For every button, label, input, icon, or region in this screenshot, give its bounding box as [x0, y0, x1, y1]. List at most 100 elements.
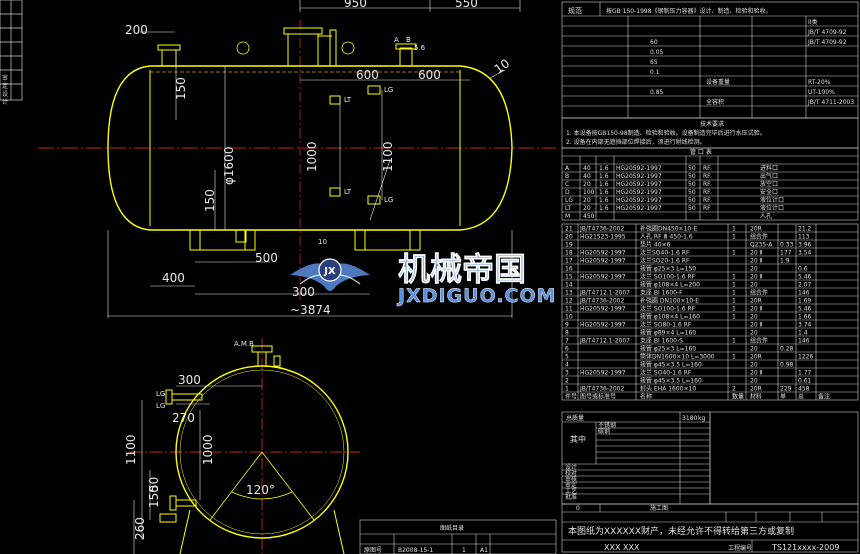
- nozzle-d-dn: 100: [583, 189, 595, 196]
- parts-cell-r8-c7: 2.07: [798, 282, 812, 289]
- sign-row-1: 设计: [565, 463, 577, 471]
- spec-r2-c5: JB/T 4709-92: [807, 29, 847, 36]
- parts-cell-r11-c4: 1: [732, 306, 736, 313]
- left-strip-label-4: 计: [2, 98, 8, 106]
- tech-title: 技术要求: [700, 120, 724, 128]
- parts-cell-r19-c3: 法兰 SO40-1.6 RF: [640, 369, 692, 377]
- parts-cell-r12-c7: 1.66: [798, 314, 812, 321]
- parts-cell-r2-c1: 20: [565, 234, 573, 241]
- parts-cell-r5-c3: 法兰SO20-1.6 RF: [640, 257, 690, 265]
- dim-1000: 1000: [305, 141, 319, 172]
- parts-cell-r8-c1: 14: [565, 282, 573, 289]
- parts-cell-r1-c2: JB/T4736-2002: [579, 226, 624, 233]
- side-nozzle-labels: A.M.B LG LG: [156, 340, 254, 410]
- nozzle-lg-dn: 20: [583, 197, 591, 204]
- spec-label-weight: 设备重量: [706, 78, 730, 86]
- parts-cell-r1-c1: 21: [565, 226, 573, 233]
- nozzle-b-mark: B: [565, 173, 569, 180]
- parts-cell-r19-c7: 1.77: [798, 370, 812, 377]
- title-notice: 本图纸为XXXXXX财产，未经允许不得转给第三方或复制: [568, 525, 794, 537]
- parts-cell-r7-c7: 5.46: [798, 274, 812, 281]
- dim-phi1600: φ1600: [222, 147, 236, 185]
- parts-cell-r3-c5: Q235-A: [750, 242, 773, 249]
- nozzle-lt-std: HG20592-1997: [616, 205, 662, 212]
- parts-cell-r2-c4: 1: [732, 234, 736, 241]
- bottom-drain-nozzle: [235, 229, 247, 243]
- parts-header-c8: 备注: [818, 393, 830, 401]
- side-dimension-text: 300 270 1100 1000 150 50 260 120°: [124, 373, 275, 540]
- parts-cell-r12-c5: 20: [750, 314, 758, 321]
- nozzle-a-len: 50: [688, 165, 696, 172]
- parts-cell-r4-c5: 20 Ⅱ: [750, 250, 763, 257]
- dim-400: 400: [162, 271, 185, 285]
- spec-r3-c2: 60: [650, 39, 658, 46]
- parts-cell-r9-c3: 支座 BI 1600-F: [640, 289, 683, 297]
- dim-950: 950: [344, 0, 367, 10]
- sub-row-3: 1: [462, 547, 466, 554]
- parts-cell-r7-c3: 法兰 SO100-1.6 RF: [640, 273, 696, 281]
- nozzle-lt-pn: 1.6: [599, 205, 609, 212]
- nozzle-d-mark: D: [565, 189, 570, 196]
- side-dim-150: 150: [147, 485, 161, 508]
- sub-row-4: A1: [480, 547, 488, 554]
- parts-cell-r17-c1: 5: [565, 354, 569, 361]
- title-block-text: 0 施工图 本图纸为XXXXXX财产，未经允许不得转给第三方或复制 XXX XX…: [568, 504, 839, 552]
- nozzle-a-std: HG20592-1997: [616, 165, 662, 172]
- parts-list-grid: [561, 223, 859, 401]
- parts-cell-r12-c4: 1: [732, 314, 736, 321]
- side-top-nozzle: [251, 345, 281, 367]
- manhole-mark-right: [341, 41, 355, 55]
- nozzle-lt-mark: LT: [565, 205, 572, 212]
- side-shell-inner: [179, 369, 345, 535]
- spec-header-left: 规范: [568, 6, 582, 15]
- side-saddle: [179, 509, 345, 554]
- parts-cell-r13-c2: HG20592-1997: [580, 322, 626, 329]
- nozzle-a-pn: 1.6: [599, 165, 609, 172]
- parts-cell-r7-c2: HG20592-1997: [580, 274, 626, 281]
- parts-cell-r12-c1: 10: [565, 314, 573, 321]
- side-dim-50: 50: [147, 477, 161, 492]
- spec-label-volume: 全容积: [706, 98, 724, 106]
- parts-cell-r4-c7: 3.54: [798, 250, 812, 257]
- parts-cell-r20-c1: 2: [565, 378, 569, 385]
- nozzle-c-pn: 1.6: [599, 181, 609, 188]
- nozzle-a-mark: A: [565, 165, 570, 172]
- saddle-supports: [189, 230, 421, 251]
- parts-cell-r3-c6: 0.33: [780, 242, 794, 249]
- front-nozzle-labels: A B 5.6 LG LG LT LT 10: [318, 36, 426, 246]
- parts-cell-r17-c3: 筒体DN1600×10 L=3000: [640, 353, 715, 361]
- front-view: 950 550 200 150 600 600 10 φ1600 1000 11…: [38, 0, 556, 318]
- nozzle-table: [561, 147, 859, 221]
- parts-cell-r10-c2: JB/T4736-2002: [579, 298, 624, 305]
- label-a: A: [394, 36, 399, 44]
- nozzle-c-mark: C: [565, 181, 569, 188]
- nozzle-table-title: 管 口 表: [690, 148, 712, 156]
- sign-row-2: 校对: [565, 469, 577, 477]
- parts-cell-r13-c7: 3.74: [798, 322, 812, 329]
- spec-r5-c2: 65: [650, 59, 658, 66]
- parts-cell-r4-c6: 177: [780, 250, 792, 257]
- parts-cell-r18-c6: 0.98: [780, 362, 794, 369]
- dim-3874: ~3874: [290, 303, 331, 317]
- spec-table-text: 规范 按GB 150-1998《钢制压力容器》设计、制造、检验和验收。 II类 …: [568, 6, 854, 106]
- dim-600-right: 600: [418, 68, 441, 82]
- dim-150-top: 150: [174, 77, 188, 100]
- sign-row-6: 批准: [565, 493, 577, 501]
- parts-cell-r11-c3: 法兰 SO100-1.6 RF: [640, 305, 696, 313]
- nozzle-b-std: HG20592-1997: [616, 173, 662, 180]
- left-strip-label-1: 审: [2, 74, 8, 82]
- parts-cell-r9-c7: 146: [798, 290, 810, 297]
- parts-header-c2: 图号或标准号: [580, 393, 616, 401]
- parts-cell-r9-c4: 1: [732, 290, 736, 297]
- parts-cell-r1-c4: 1: [732, 226, 736, 233]
- label-lg-2: LG: [384, 196, 393, 204]
- parts-cell-r14-c7: 1.4: [798, 330, 808, 337]
- parts-cell-r15-c4: 1: [732, 338, 736, 345]
- parts-cell-r1-c3: 补强圈DN450×10-E: [640, 225, 697, 233]
- nozzle-c-use: 放空口: [760, 180, 778, 188]
- parts-cell-r15-c1: 7: [565, 338, 569, 345]
- nozzle-b-face: RF: [703, 173, 711, 180]
- dim-550: 550: [455, 0, 478, 10]
- nozzle-lg-mark: LG: [565, 197, 573, 204]
